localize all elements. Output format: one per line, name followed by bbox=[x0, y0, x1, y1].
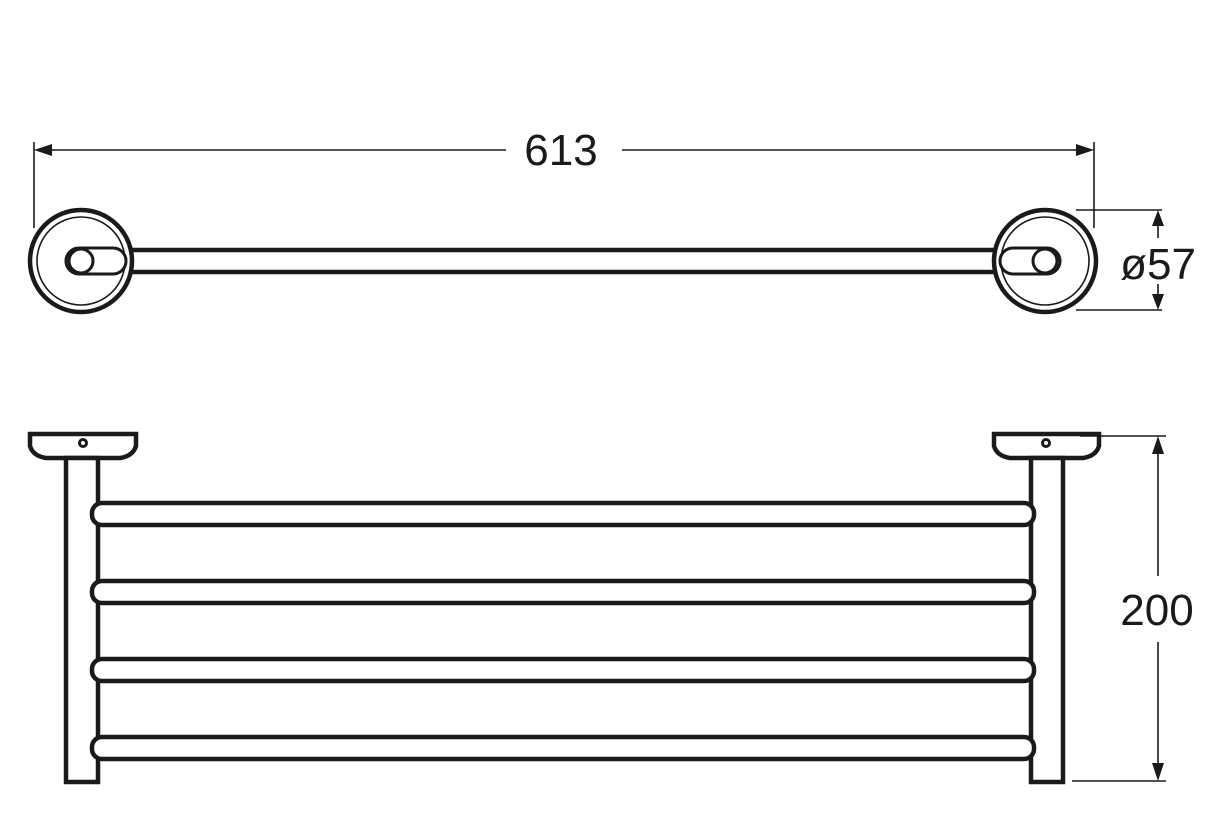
towel-bar-top bbox=[77, 247, 1047, 275]
front-view: 200 bbox=[27, 431, 1194, 785]
rail-2 bbox=[89, 578, 1037, 606]
rail-4 bbox=[89, 734, 1037, 762]
left-bracket bbox=[27, 431, 139, 785]
post-right bbox=[1028, 455, 1066, 785]
right-bracket bbox=[991, 431, 1102, 785]
arrow-top bbox=[1152, 210, 1164, 226]
arrow-right bbox=[1076, 144, 1094, 156]
screw-left bbox=[67, 247, 95, 275]
screw-hole-right bbox=[1041, 438, 1051, 448]
height-dimension: 200 bbox=[1072, 435, 1194, 782]
screw-right bbox=[1031, 247, 1059, 275]
rail-3 bbox=[89, 656, 1037, 684]
arrow-top bbox=[1152, 436, 1164, 454]
arrow-bottom bbox=[1152, 294, 1164, 310]
arrow-bottom bbox=[1152, 763, 1164, 781]
right-rosette bbox=[991, 207, 1099, 315]
top-view: 613 ø57 bbox=[27, 126, 1196, 315]
diameter-label: ø57 bbox=[1120, 240, 1196, 289]
left-rosette bbox=[27, 207, 135, 315]
diameter-dimension: ø57 bbox=[1076, 209, 1196, 311]
rail-1 bbox=[89, 500, 1037, 528]
length-label: 613 bbox=[524, 126, 597, 175]
rails bbox=[89, 500, 1037, 762]
height-label: 200 bbox=[1120, 586, 1193, 635]
screw-hole-left bbox=[78, 438, 88, 448]
length-dimension: 613 bbox=[33, 126, 1095, 228]
arrow-left bbox=[34, 144, 52, 156]
